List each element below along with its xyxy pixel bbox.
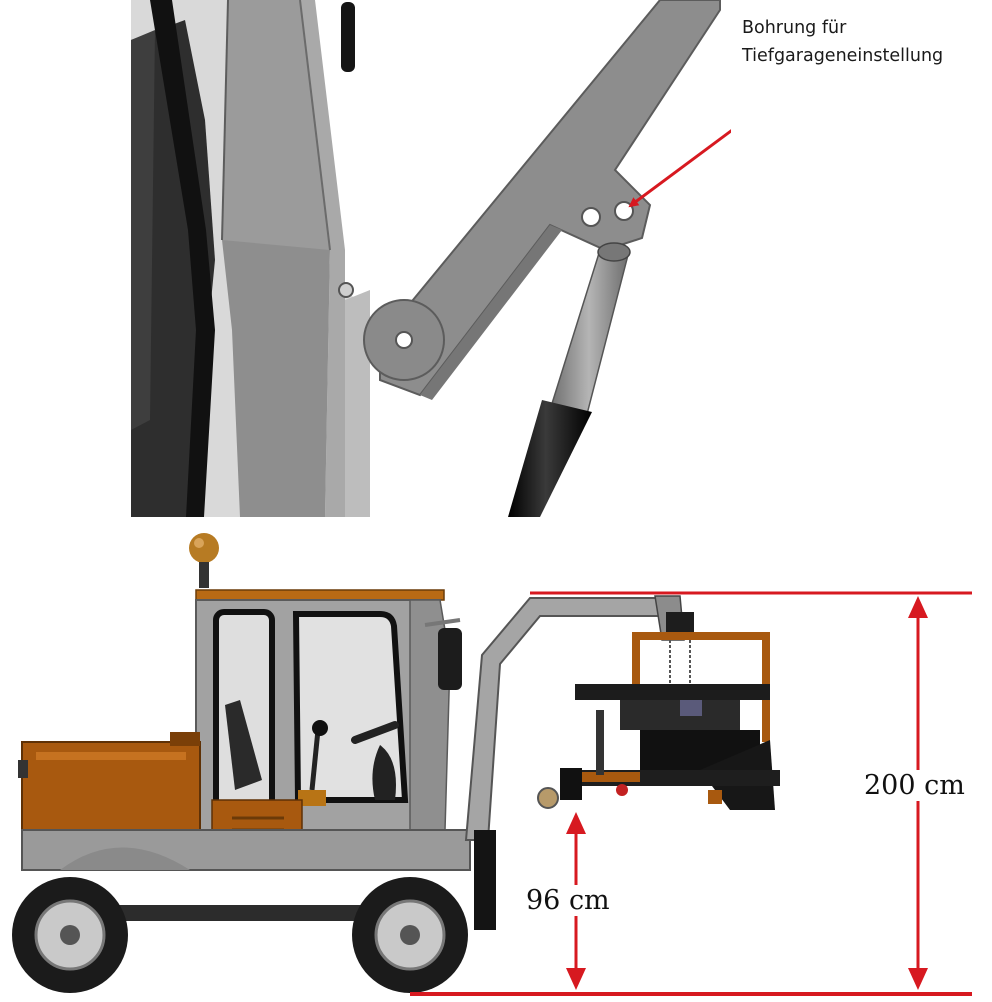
attachment-unit: [537, 632, 780, 810]
total-height-label: 200 cm: [860, 770, 969, 801]
beacon-light: [189, 533, 219, 588]
rear-tank: [18, 732, 201, 831]
callout-label: Bohrung für Tiefgarageneinstellung: [742, 14, 987, 70]
front-wheel: [352, 877, 468, 993]
detail-view: [131, 0, 731, 517]
front-boom: [464, 595, 694, 930]
vehicle-side-view: [12, 533, 780, 993]
rear-wheel: [12, 877, 128, 993]
callout-line-1: Bohrung für: [742, 18, 847, 38]
ground-clearance-label: 96 cm: [522, 885, 614, 916]
callout-line-2: Tiefgarageneinstellung: [742, 46, 944, 66]
